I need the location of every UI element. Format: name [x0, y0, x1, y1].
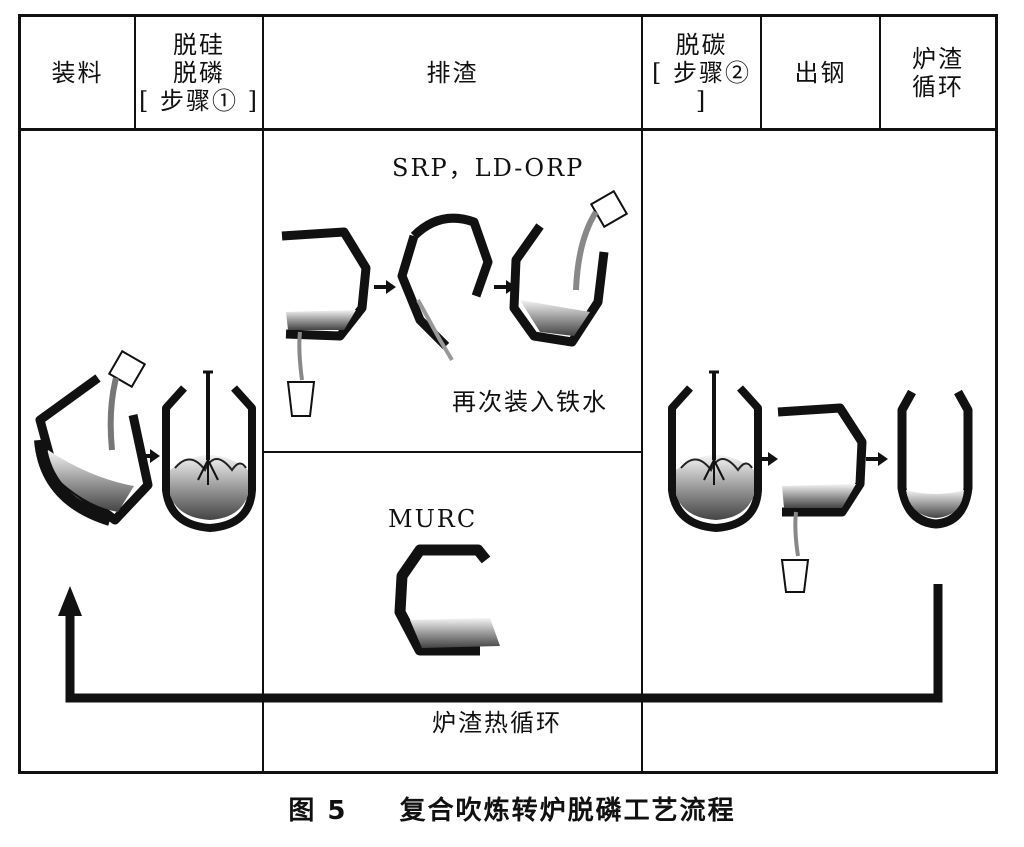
- header-deslag-text: 排渣: [426, 58, 479, 87]
- header-recycle: 炉渣 循环: [881, 17, 995, 128]
- header-step1: 脱硅 脱磷 [ 步骤① ]: [136, 17, 262, 128]
- arrow-step2-to-tap: [758, 452, 778, 466]
- tapping-vessel: [777, 403, 867, 593]
- step1-converter: [162, 370, 256, 532]
- header-step2: 脱碳 [ 步骤② ]: [643, 17, 760, 128]
- header-recycle-line1: 炉渣: [912, 44, 964, 73]
- process-table-frame: [18, 14, 998, 774]
- header-charging-text: 装料: [51, 58, 104, 87]
- header-step2-line1: 脱碳: [675, 30, 728, 59]
- murc-vessel: [394, 544, 500, 656]
- col-divider-1: [134, 14, 136, 130]
- deslag-divider: [263, 451, 642, 453]
- col-divider-5: [879, 14, 881, 130]
- col-divider-3: [641, 14, 643, 774]
- header-tapping-text: 出钢: [794, 58, 847, 87]
- label-srp: SRP，LD-ORP: [392, 154, 585, 182]
- col-divider-4: [760, 14, 762, 130]
- arrow-charging-to-step1: [140, 449, 160, 463]
- label-recharge: 再次装入铁水: [452, 388, 608, 416]
- header-step1-line1: 脱硅: [173, 30, 225, 59]
- srp-vessel-2: [397, 213, 493, 362]
- arrow-srp-1: [374, 280, 396, 294]
- charging-converter: [34, 374, 153, 526]
- srp-vessel-1: [281, 227, 371, 417]
- figure-number: 图 5: [288, 796, 348, 826]
- header-deslag: 排渣: [264, 17, 641, 128]
- header-step2-line2: [ 步骤② ]: [652, 58, 751, 115]
- header-recycle-line2: 循环: [912, 72, 964, 101]
- slag-cycle-arrow: [58, 584, 943, 703]
- header-divider: [18, 128, 998, 131]
- col-divider-2: [262, 14, 264, 774]
- arrow-tap-to-recycle: [866, 452, 888, 466]
- header-charging: 装料: [21, 17, 134, 128]
- label-murc: MURC: [388, 505, 478, 533]
- charging-ladle: [107, 349, 147, 451]
- header-step1-line2: 脱磷: [173, 58, 225, 87]
- label-slag-heat-cycle: 炉渣热循环: [432, 709, 562, 737]
- figure-caption: 图 5 复合吹炼转炉脱磷工艺流程: [0, 790, 1024, 827]
- figure-title: 复合吹炼转炉脱磷工艺流程: [399, 796, 736, 826]
- header-tapping: 出钢: [762, 17, 879, 128]
- srp-vessel-3: [509, 189, 629, 347]
- header-step1-line3: [ 步骤① ]: [139, 86, 259, 115]
- step2-converter: [668, 370, 762, 532]
- recycle-vessel: [897, 389, 973, 529]
